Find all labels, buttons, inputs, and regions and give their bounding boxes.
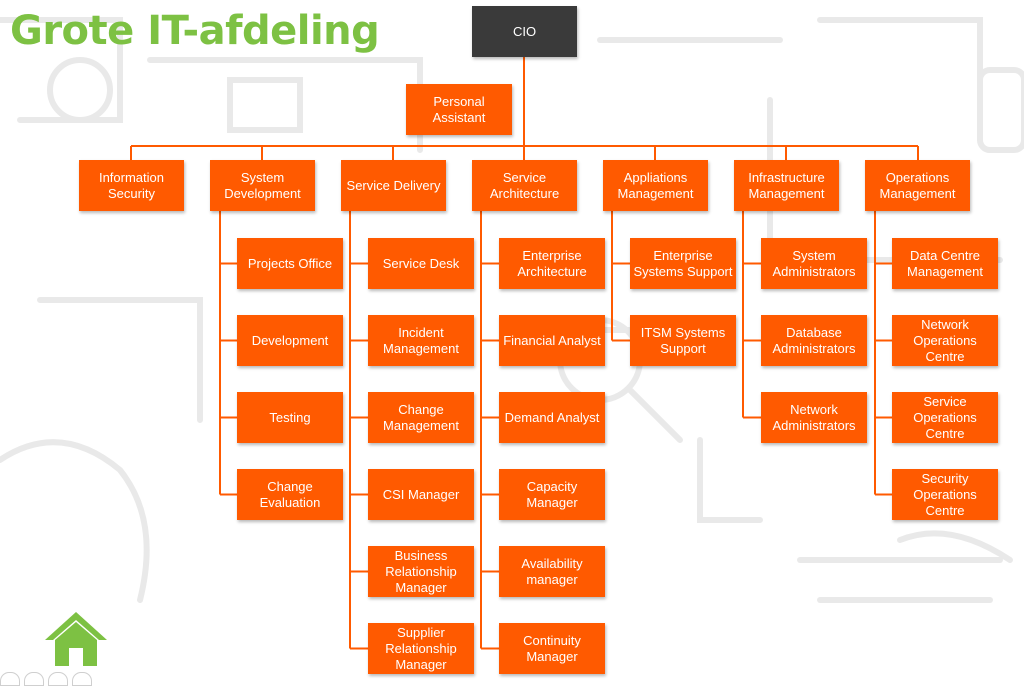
role-testing: Testing (237, 392, 343, 443)
role-change-management: Change Management (368, 392, 474, 443)
role-service-desk: Service Desk (368, 238, 474, 289)
role-system-administrators: System Administrators (761, 238, 867, 289)
dept-system-development: System Development (210, 160, 315, 211)
role-demand-analyst: Demand Analyst (499, 392, 605, 443)
role-incident-management: Incident Management (368, 315, 474, 366)
home-icon[interactable] (43, 610, 109, 668)
dept-information-security: Information Security (79, 160, 184, 211)
personal-assistant-box: Personal Assistant (406, 84, 512, 135)
dept-applications-management: Appliations Management (603, 160, 708, 211)
role-database-administrators: Database Administrators (761, 315, 867, 366)
role-financial-analyst: Financial Analyst (499, 315, 605, 366)
role-supplier-relationship-manager: Supplier Relationship Manager (368, 623, 474, 674)
role-security-operations-centre: Security Operations Centre (892, 469, 998, 520)
role-capacity-manager: Capacity Manager (499, 469, 605, 520)
role-change-evaluation: Change Evaluation (237, 469, 343, 520)
role-csi-manager: CSI Manager (368, 469, 474, 520)
role-enterprise-architecture: Enterprise Architecture (499, 238, 605, 289)
nav-dot[interactable] (24, 672, 44, 686)
role-service-operations-centre: Service Operations Centre (892, 392, 998, 443)
page-title: Grote IT-afdeling (10, 8, 380, 54)
role-enterprise-systems-support: Enterprise Systems Support (630, 238, 736, 289)
role-itsm-systems-support: ITSM Systems Support (630, 315, 736, 366)
role-continuity-manager: Continuity Manager (499, 623, 605, 674)
role-network-operations-centre: Network Operations Centre (892, 315, 998, 366)
cio-box: CIO (472, 6, 577, 57)
nav-dot[interactable] (72, 672, 92, 686)
dept-operations-management: Operations Management (865, 160, 970, 211)
role-availability-manager: Availability manager (499, 546, 605, 597)
dept-service-architecture: Service Architecture (472, 160, 577, 211)
role-business-relationship-manager: Business Relationship Manager (368, 546, 474, 597)
nav-dot[interactable] (48, 672, 68, 686)
slide-nav (0, 672, 92, 686)
role-network-administrators: Network Administrators (761, 392, 867, 443)
dept-infrastructure-management: Infrastructure Management (734, 160, 839, 211)
nav-dot[interactable] (0, 672, 20, 686)
role-projects-office: Projects Office (237, 238, 343, 289)
dept-service-delivery: Service Delivery (341, 160, 446, 211)
role-development: Development (237, 315, 343, 366)
role-data-centre-management: Data Centre Management (892, 238, 998, 289)
